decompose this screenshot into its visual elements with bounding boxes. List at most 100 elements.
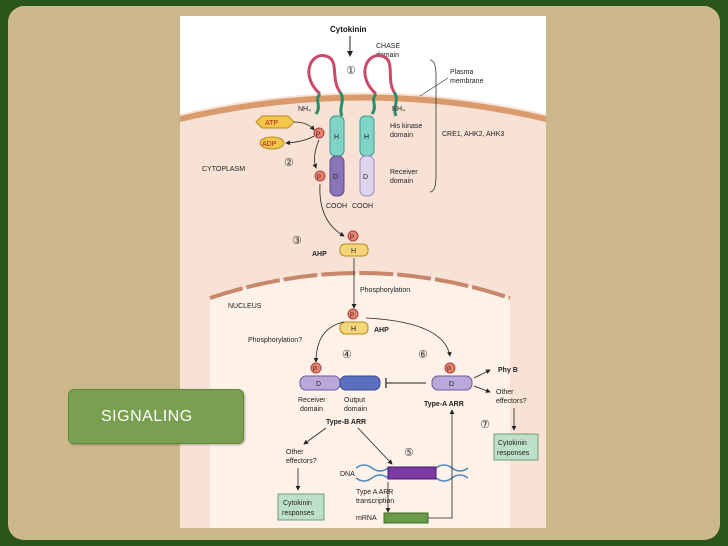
phosphate-his-label: P bbox=[316, 132, 320, 138]
atp-label: ATP bbox=[265, 120, 278, 127]
chase-domain-right bbox=[363, 54, 396, 96]
typeb-response-label-2: responses bbox=[282, 510, 315, 517]
tm-helix-left-2 bbox=[338, 91, 344, 117]
phosphorylation-q-label: Phosphorylation? bbox=[248, 337, 302, 344]
typeb-recv-label-1: Receiver bbox=[298, 397, 326, 404]
phosphate-typea bbox=[444, 362, 456, 374]
receptor-names-label: CRE1, AHK2, AHK3 bbox=[442, 131, 504, 138]
step-2-marker: ② bbox=[284, 157, 294, 169]
receptor-bracket bbox=[429, 59, 437, 193]
cytoplasm-label: CYTOPLASM bbox=[202, 166, 245, 173]
receiver-right bbox=[359, 155, 375, 197]
step-6-marker: ⑥ bbox=[418, 349, 428, 361]
typeb-d-label: D bbox=[316, 381, 321, 388]
step-1-marker: ① bbox=[346, 65, 356, 77]
p-to-adp-arrow bbox=[285, 135, 315, 146]
ahp-nucleus-h: H bbox=[351, 326, 356, 333]
cytokinin-signaling-figure: Cytokinin CHASE domain ① Plasma membrane… bbox=[180, 16, 546, 528]
phosphate-typea-label: P bbox=[447, 367, 451, 373]
phosphorylation-label: Phosphorylation bbox=[360, 287, 410, 294]
adp-label: ADP bbox=[262, 141, 277, 148]
signaling-tag: SIGNALING bbox=[68, 389, 244, 444]
signaling-diagram: Cytokinin CHASE domain ① Plasma membrane… bbox=[180, 25, 546, 528]
typeb-other-label-2: effectors? bbox=[286, 458, 317, 465]
mrna-label: mRNA bbox=[356, 515, 377, 522]
transcription-label-1: Type A ARR bbox=[356, 489, 393, 496]
typeb-output-domain bbox=[339, 375, 381, 391]
typeb-arr-label: Type-B ARR bbox=[326, 419, 366, 426]
cooh-right-label: COOH bbox=[352, 203, 373, 210]
nuclear-envelope bbox=[209, 271, 511, 300]
mrna-bar bbox=[383, 512, 429, 524]
plasma-pointer bbox=[419, 77, 449, 97]
phosphate-ahp-2 bbox=[347, 308, 359, 320]
phosphate-receiver-label: P bbox=[317, 175, 321, 181]
typeb-out-label-1: Output bbox=[344, 397, 365, 404]
nucleus-label: NUCLEUS bbox=[228, 303, 262, 310]
ahp-cytoplasm bbox=[339, 243, 369, 257]
phosphate-ahp-1-label: P bbox=[350, 235, 354, 241]
typea-response-box bbox=[493, 433, 539, 461]
nucleus-region bbox=[210, 273, 510, 528]
ahp-to-typeb-arrow bbox=[313, 321, 345, 363]
signaling-tag-label: SIGNALING bbox=[101, 408, 193, 425]
d-left-label: D bbox=[333, 174, 338, 181]
typea-response-label-1: Cytokinin bbox=[498, 440, 527, 447]
typea-receiver-domain bbox=[431, 375, 473, 391]
ahp-nucleus-label: AHP bbox=[374, 327, 389, 334]
tm-helix-right bbox=[370, 92, 378, 115]
dna-gene-region bbox=[387, 466, 437, 480]
plasma-membrane bbox=[180, 94, 546, 122]
receiver-to-ahp-arrow bbox=[319, 183, 345, 237]
his-kinase-label-1: His kinase bbox=[390, 123, 422, 130]
phosphate-typeb bbox=[310, 362, 322, 374]
plasma-label-1: Plasma bbox=[450, 69, 473, 76]
adp-badge bbox=[259, 136, 285, 150]
typea-other-label-1: Other bbox=[496, 389, 514, 396]
typeb-to-dna-arrow bbox=[357, 427, 393, 465]
phyb-label: Phy B bbox=[498, 367, 518, 374]
cooh-left-label: COOH bbox=[326, 203, 347, 210]
dna-label: DNA bbox=[340, 471, 355, 478]
nh4-left-label: NH₄ bbox=[298, 106, 311, 113]
transcription-label-2: transcription bbox=[356, 498, 394, 505]
typeb-response-box bbox=[277, 493, 325, 521]
h-right-label: H bbox=[364, 134, 369, 141]
typeb-other-label-1: Other bbox=[286, 449, 304, 456]
typeb-recv-label-2: domain bbox=[300, 406, 323, 413]
phosphate-ahp-1 bbox=[347, 230, 359, 242]
tm-helix-right-2 bbox=[392, 91, 398, 117]
chase-label-2: domain bbox=[376, 52, 399, 59]
receiver-label-2: domain bbox=[390, 178, 413, 185]
cytokinin-label: Cytokinin bbox=[330, 25, 367, 34]
step-3-marker: ③ bbox=[292, 235, 302, 247]
nh4-right-label: NH₄ bbox=[392, 106, 405, 113]
step-4-marker: ④ bbox=[342, 349, 352, 361]
ahp-to-typea-arrow bbox=[365, 317, 452, 357]
step-7-marker: ⑦ bbox=[480, 419, 490, 431]
his-kinase-label-2: domain bbox=[390, 132, 413, 139]
typeb-response-label-1: Cytokinin bbox=[283, 500, 312, 507]
receiver-left bbox=[329, 155, 345, 197]
typea-d-label: D bbox=[449, 381, 454, 388]
typea-response-label-2: responses bbox=[497, 450, 530, 457]
tm-helix-left bbox=[314, 92, 322, 115]
his-to-receiver-arrow bbox=[312, 139, 320, 169]
phosphate-typeb-label: P bbox=[313, 367, 317, 373]
typeb-to-effectors-arrow bbox=[303, 427, 327, 445]
step-5-marker: ⑤ bbox=[404, 447, 414, 459]
typea-arr-label: Type-A ARR bbox=[424, 401, 464, 408]
ahp-nucleus bbox=[339, 321, 369, 335]
receiver-label-1: Receiver bbox=[390, 169, 418, 176]
ahp-cytoplasm-label: AHP bbox=[312, 251, 327, 258]
phosphate-ahp-2-label: P bbox=[350, 313, 354, 319]
h-left-label: H bbox=[334, 134, 339, 141]
typea-other-label-2: effectors? bbox=[496, 398, 527, 405]
chase-domain-left bbox=[307, 54, 342, 96]
typeb-out-label-2: domain bbox=[344, 406, 367, 413]
mrna-to-typea-arrow bbox=[428, 409, 455, 519]
phosphate-his bbox=[313, 127, 325, 139]
atp-to-p-arrow bbox=[293, 121, 315, 131]
chase-label-1: CHASE bbox=[376, 43, 400, 50]
typea-to-phyb-arrow bbox=[473, 369, 491, 379]
